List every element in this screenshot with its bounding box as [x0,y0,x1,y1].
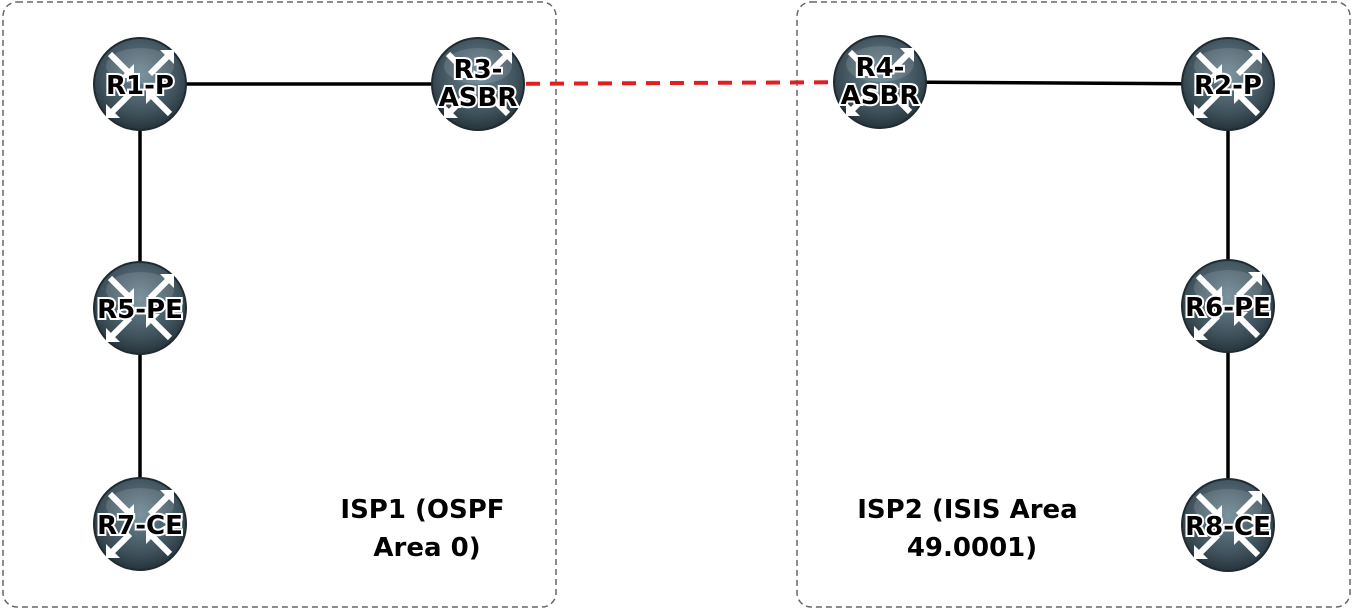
router-label-line: R6-PE [1185,293,1271,323]
router-label: R3-ASBR [439,55,518,113]
area-box-isp2 [796,1,1351,608]
router-label-line: ASBR [439,83,518,113]
router-r3[interactable]: R3-ASBR [432,38,524,130]
router-label: R2-P [1194,71,1262,101]
router-label-line: R3- [454,55,503,85]
link-r4-r2 [879,80,1229,86]
area-label-isp2: ISP2 (ISIS Area 49.0001) [857,495,1087,563]
router-label-line: R2-P [1194,71,1262,101]
router-label-line: R5-PE [97,295,183,325]
router-label-line: R1-P [106,71,174,101]
router-label: R7-CE [97,511,183,541]
area-label-line: 49.0001) [907,533,1037,563]
router-label: R1-P [106,71,174,101]
router-label-line: R4- [856,53,905,83]
area-label-isp1: ISP1 (OSPF Area 0) [340,495,513,563]
router-r6[interactable]: R6-PE [1182,260,1274,352]
router-label: R4-ASBR [841,53,920,111]
router-label: R8-CE [1185,512,1271,542]
router-label: R5-PE [97,295,183,325]
area-label-line: ISP2 (ISIS Area [857,495,1077,525]
router-r8[interactable]: R8-CE [1182,479,1274,571]
link-r3-r4 [477,80,881,86]
router-r5[interactable]: R5-PE [94,262,186,354]
router-label-line: R8-CE [1185,512,1271,542]
router-label: R6-PE [1185,293,1271,323]
router-r4[interactable]: R4-ASBR [834,36,926,128]
router-r1[interactable]: R1-P [94,38,186,130]
area-label-line: ISP1 (OSPF [340,495,504,525]
router-r7[interactable]: R7-CE [94,478,186,570]
router-label-line: ASBR [841,81,920,111]
router-r2[interactable]: R2-P [1182,38,1274,130]
links-layer [138,80,1230,525]
router-label-line: R7-CE [97,511,183,541]
area-box-isp1 [2,1,557,608]
area-label-line: Area 0) [373,533,480,563]
